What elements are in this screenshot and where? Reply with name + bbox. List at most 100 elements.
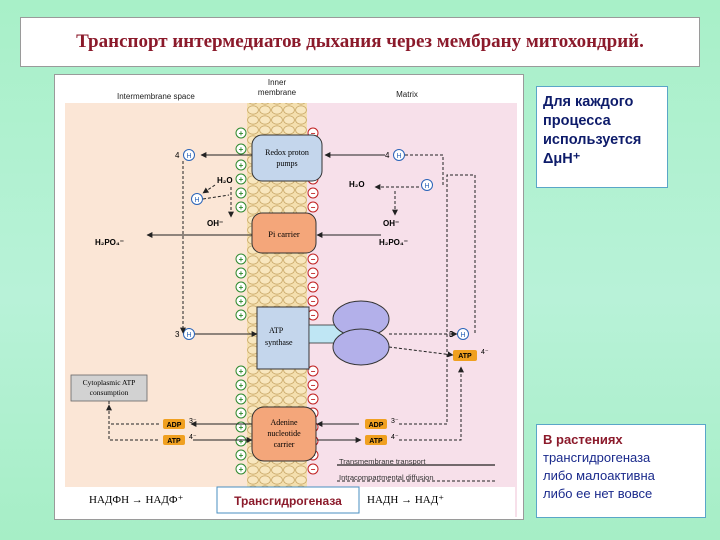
plus-charge-icon-sign: + <box>239 145 244 154</box>
atp-synthase-label-2: synthase <box>265 338 293 347</box>
cytoplasmic-consumption-box <box>70 374 148 402</box>
redox-label-1: Redox proton <box>265 148 309 157</box>
atp-charge-right: 4⁻ <box>391 434 399 441</box>
adenine-label-3: carrier <box>274 440 295 449</box>
minus-charge-icon <box>307 379 319 391</box>
legend-diffusion: Intracompartmental diffusion <box>339 473 434 482</box>
plus-charge-icon-sign: + <box>239 437 244 446</box>
note-bottom-line-3: либо ее нет вовсе <box>543 486 653 501</box>
plus-charge-icon-sign: + <box>239 129 244 138</box>
note-bottom-line-1: трансгидрогеназа <box>543 450 651 465</box>
header-membrane: membrane <box>258 88 297 97</box>
atp-charge-left: 4⁻ <box>189 434 197 441</box>
title-box: Транспорт интермедиатов дыхания через ме… <box>20 17 700 67</box>
svg-text:H: H <box>194 197 199 204</box>
note-top-line-4: ΔμH⁺ <box>543 151 581 167</box>
plus-charge-icon <box>235 365 247 377</box>
plus-charge-icon-sign: + <box>239 395 244 404</box>
svg-text:H: H <box>460 332 465 339</box>
svg-text:H: H <box>396 153 401 160</box>
minus-charge-icon-sign: − <box>311 465 316 474</box>
svg-text:H: H <box>186 332 191 339</box>
plus-charge-icon-sign: + <box>239 283 244 292</box>
three-left: 3 <box>175 330 180 339</box>
minus-charge-icon-sign: − <box>311 311 316 320</box>
h2o-right: H₂O <box>349 180 365 189</box>
atp-synthase-box <box>256 306 310 370</box>
minus-charge-icon <box>307 365 319 377</box>
minus-charge-icon <box>307 463 319 475</box>
minus-charge-icon-sign: − <box>311 283 316 292</box>
transhydrogenase-box <box>216 486 360 514</box>
adenine-carrier-box <box>251 406 317 462</box>
minus-charge-icon <box>307 281 319 293</box>
redox-label-2: pumps <box>276 159 297 168</box>
header-matrix: Matrix <box>396 90 418 99</box>
plus-charge-icon <box>235 281 247 293</box>
note-top-line-2: процесса <box>543 113 611 129</box>
plus-charge-icon-sign: + <box>239 203 244 212</box>
plus-charge-icon-sign: + <box>239 189 244 198</box>
adp-right <box>365 419 387 429</box>
plus-charge-icon-sign: + <box>239 161 244 170</box>
minus-charge-icon-sign: − <box>311 189 316 198</box>
page-title: Транспорт интермедиатов дыхания через ме… <box>76 31 644 52</box>
note-bottom-heading: В растениях <box>543 432 623 447</box>
nadph-equation: НАДФН → НАДФ⁺ <box>89 494 184 506</box>
svg-text:ADP: ADP <box>369 422 384 429</box>
h-ion-left-atp <box>183 328 195 340</box>
svg-text:H: H <box>424 183 429 190</box>
transport-arrows <box>106 152 476 443</box>
minus-charge-icon-sign: − <box>311 203 316 212</box>
plus-charge-icon <box>235 127 247 139</box>
plus-charge-icon <box>235 201 247 213</box>
plus-charge-icon <box>235 463 247 475</box>
note-bottom-line-2: либо малоактивна <box>543 468 655 483</box>
four-left: 4 <box>175 151 180 160</box>
nadh-equation: НАДН → НАД⁺ <box>367 494 444 506</box>
adenine-label-2: nucleotide <box>267 429 301 438</box>
plus-charge-icon-sign: + <box>239 423 244 432</box>
minus-charge-icon <box>307 253 319 265</box>
minus-charge-icon <box>307 267 319 279</box>
cyto-label-2: consumption <box>90 388 129 397</box>
plus-charge-icon-sign: + <box>239 297 244 306</box>
h-ion-right-top <box>393 149 405 161</box>
plus-charge-icon-sign: + <box>239 269 244 278</box>
plus-charge-icon-sign: + <box>239 465 244 474</box>
note-top-line-3: используется <box>543 132 642 148</box>
atp-synthase-label-1: ATP <box>269 326 284 335</box>
transhydrogenase-label: Трансгидрогеназа <box>234 494 342 508</box>
redox-pumps-box <box>251 134 323 182</box>
intermembrane-space <box>65 103 247 517</box>
plus-charge-icon <box>235 267 247 279</box>
plus-charge-icon <box>235 173 247 185</box>
adp-charge-right: 3⁻ <box>391 418 399 425</box>
svg-text:H: H <box>186 153 191 160</box>
header-intermembrane: Intermembrane space <box>117 92 195 101</box>
svg-text:ATP: ATP <box>167 438 181 445</box>
minus-charge-icon-sign: − <box>311 129 316 138</box>
legend-transport: Transmembrane transport <box>339 457 426 466</box>
positive-charges: +++++++++++++++++++ <box>235 127 247 475</box>
h-ion-left-top <box>183 149 195 161</box>
plus-charge-icon <box>235 143 247 155</box>
minus-charge-icon <box>307 187 319 199</box>
h2po4-left: H₂PO₄⁻ <box>95 238 124 247</box>
plus-charge-icon-sign: + <box>239 255 244 264</box>
minus-charge-icon-sign: − <box>311 255 316 264</box>
plus-charge-icon-sign: + <box>239 409 244 418</box>
plus-charge-icon <box>235 435 247 447</box>
plus-charge-icon <box>235 393 247 405</box>
minus-charge-icon <box>307 295 319 307</box>
oh-right: OH⁻ <box>383 219 399 228</box>
plus-charge-icon-sign: + <box>239 451 244 460</box>
plus-charge-icon <box>235 407 247 419</box>
h-ion-left-mid <box>191 193 203 205</box>
diagram-panel: Intermembrane space Inner membrane Matri… <box>54 74 524 520</box>
atp-left <box>163 435 185 445</box>
h-ion-right-mid <box>421 179 433 191</box>
atp-right-synthase <box>453 350 477 361</box>
minus-charge-icon-sign: − <box>311 297 316 306</box>
oh-left: OH⁻ <box>207 219 223 228</box>
